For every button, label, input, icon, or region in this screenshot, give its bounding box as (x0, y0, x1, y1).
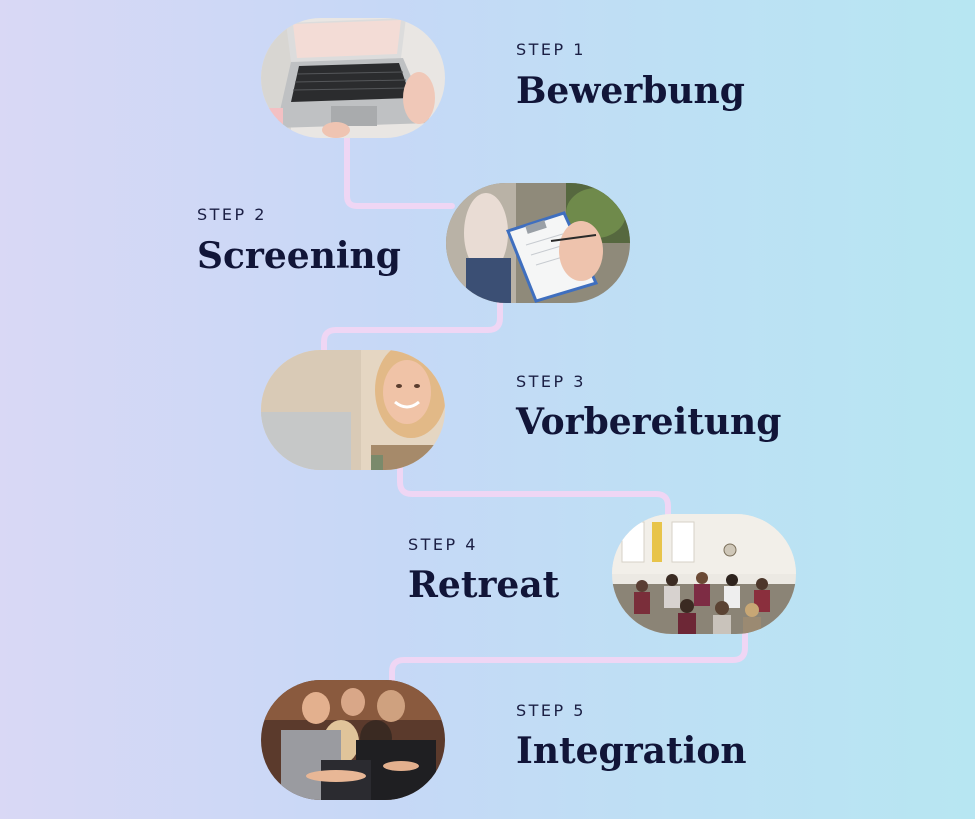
step-4-title: Retreat (408, 564, 560, 606)
step-1-title: Bewerbung (516, 70, 745, 112)
step-2-photo (446, 183, 630, 303)
step-5-photo (261, 680, 445, 800)
step-2-label: STEP 2 (197, 205, 267, 224)
step-3-photo (261, 350, 445, 470)
step-1-photo (261, 18, 445, 138)
step-5-title: Integration (516, 730, 747, 772)
step-5-label: STEP 5 (516, 701, 586, 720)
step-1-label: STEP 1 (516, 40, 586, 59)
step-4-label: STEP 4 (408, 535, 478, 554)
step-3-title: Vorbereitung (516, 401, 782, 443)
step-3-label: STEP 3 (516, 372, 586, 391)
step-4-photo (612, 514, 796, 634)
step-2-title: Screening (197, 235, 401, 277)
